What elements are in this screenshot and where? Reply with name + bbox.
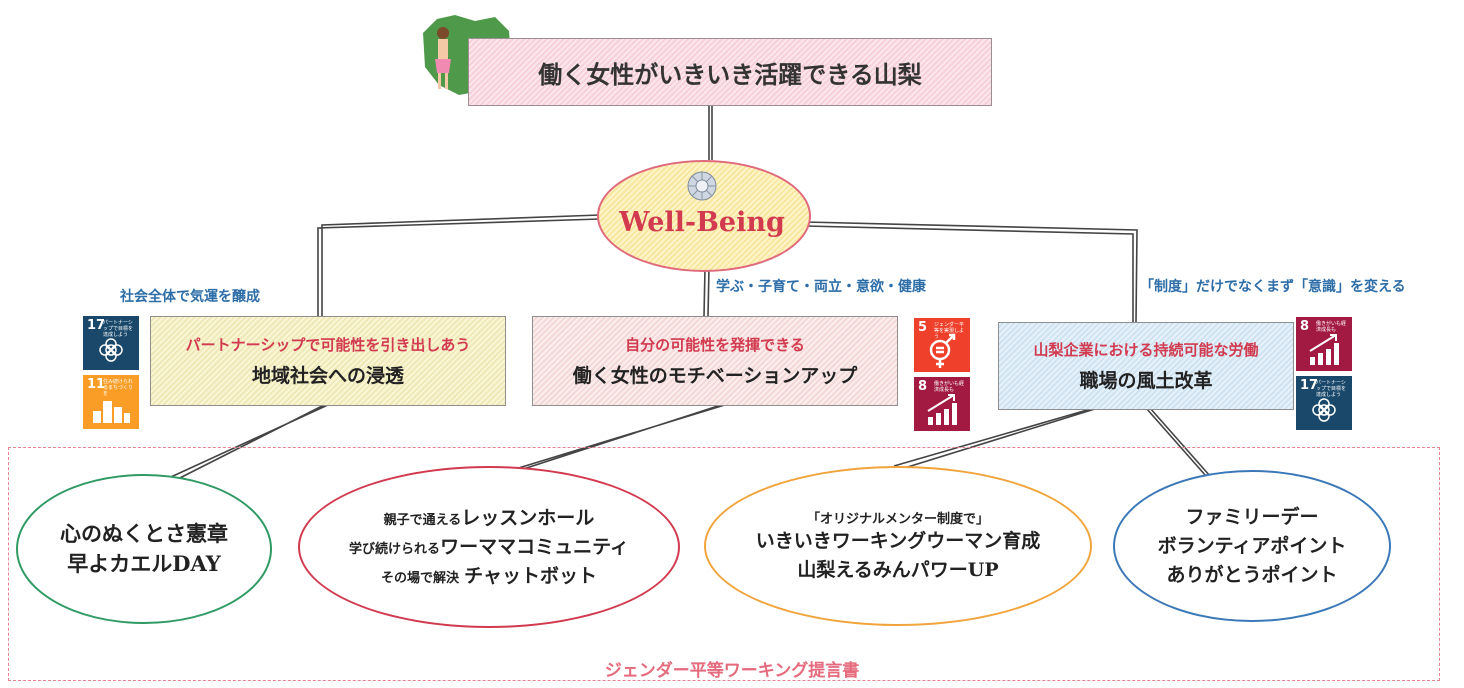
right-to-blue-line <box>1145 407 1211 477</box>
oval-green-line1: 心のぬくとさ憲章 <box>60 521 228 546</box>
box-community-subtitle: パートナーシップで可能性を引き出しあう <box>185 336 471 354</box>
oval-community-actions: 心のぬくとさ憲章 早よカエルDAY <box>16 474 272 624</box>
oval-orange-line2: いきいきワーキングウーマン育成 <box>755 529 1041 552</box>
footer-title: ジェンダー平等ワーキング提言書 <box>604 661 860 681</box>
center-to-mid-line <box>703 267 710 317</box>
box-workplace: 山梨企業における持続可能な労働 職場の風土改革 <box>998 322 1294 410</box>
oval-red-row3: その場で解決 チャットボット <box>381 564 597 587</box>
box-motivation-subtitle: 自分の可能性を発揮できる <box>625 336 805 354</box>
box-motivation-title: 働く女性のモチベーションアップ <box>572 365 858 387</box>
oval-motivation-actions: 親子で通えるレッスンホール 学び続けられるワーママコミュニティ その場で解決 チ… <box>298 466 680 628</box>
mid-to-red-line <box>507 403 729 475</box>
oval-red-row1: 親子で通えるレッスンホール <box>383 506 595 529</box>
page-title: 働く女性がいきいき活躍できる山梨 <box>468 38 992 106</box>
oval-red-row2: 学び続けられるワーママコミュニティ <box>349 535 629 558</box>
oval-orange-line3: 山梨えるみんパワーUP <box>797 558 999 581</box>
caption-mid: 学ぶ・子育て・両立・意欲・健康 <box>716 279 926 295</box>
oval-orange-line1: 「オリジナルメンター制度で」 <box>806 511 989 527</box>
caption-left: 社会全体で気運を醸成 <box>120 289 260 305</box>
wellbeing-label: Well-Being <box>619 207 785 238</box>
box-community: パートナーシップで可能性を引き出しあう 地域社会への浸透 <box>150 316 506 406</box>
left-to-green-line <box>159 403 331 487</box>
oval-blue-line2: ボランティアポイント <box>1157 534 1347 557</box>
oval-blue-line1: ファミリーデー <box>1185 505 1319 528</box>
box-workplace-subtitle: 山梨企業における持続可能な労働 <box>1033 341 1259 359</box>
box-motivation: 自分の可能性を発揮できる 働く女性のモチベーションアップ <box>532 316 898 406</box>
oval-mentor-actions: 「オリジナルメンター制度で」 いきいきワーキングウーマン育成 山梨えるみんパワー… <box>704 466 1092 626</box>
right-to-orange-line <box>893 407 1099 471</box>
center-to-right-line <box>804 221 1138 323</box>
box-workplace-title: 職場の風土改革 <box>1079 370 1213 392</box>
proposals-frame <box>8 447 1440 681</box>
diamond-icon <box>687 171 717 201</box>
oval-green-line2: 早よカエルDAY <box>67 551 221 576</box>
caption-right: 「制度」だけでなくまず「意識」を変える <box>1140 279 1406 295</box>
center-to-left-line <box>317 214 601 316</box>
box-community-title: 地域社会への浸透 <box>251 365 404 387</box>
title-to-center-line <box>708 104 713 160</box>
oval-blue-line3: ありがとうポイント <box>1166 563 1338 586</box>
oval-workplace-actions: ファミリーデー ボランティアポイント ありがとうポイント <box>1113 470 1391 622</box>
